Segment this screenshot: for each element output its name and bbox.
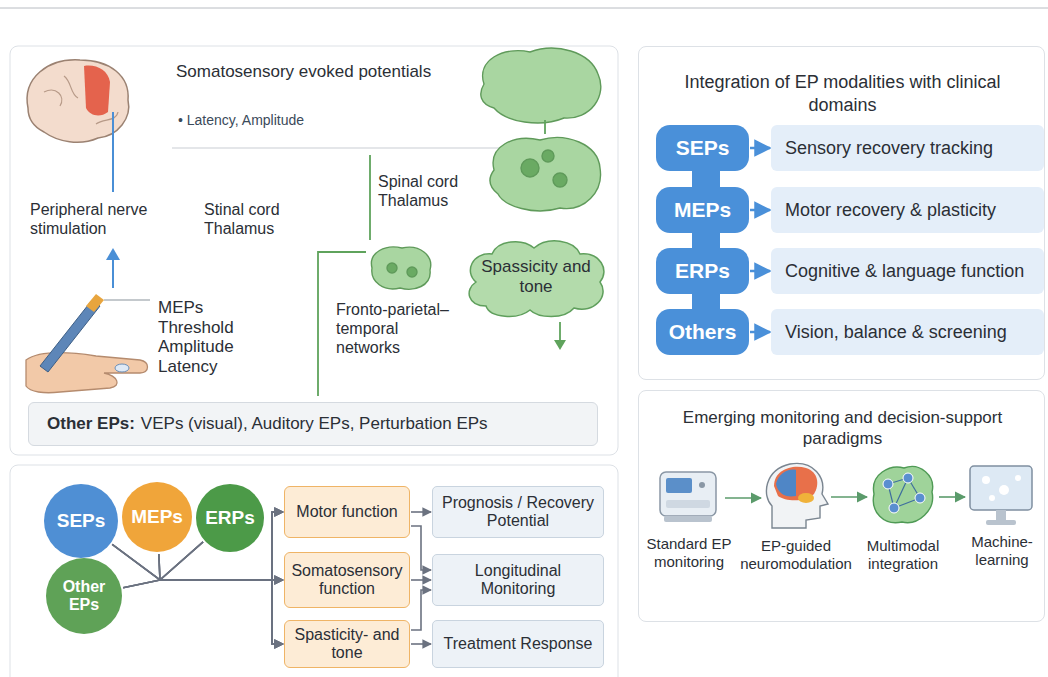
modality-circle: MEPs xyxy=(122,482,192,552)
modality-pill: ERPs xyxy=(656,248,749,294)
monitor-device-icon xyxy=(660,472,716,522)
function-box: Somatosensory function xyxy=(284,552,410,608)
domain-box: Cognitive & language function xyxy=(771,248,1044,294)
node-label: Prognosis / Recovery Potential xyxy=(436,494,600,531)
paradigm-step: Standard EP monitoring xyxy=(657,467,721,529)
node-label: Somatosensory function xyxy=(288,562,406,599)
function-box: Spasticity- and tone xyxy=(284,620,410,668)
step-caption: Machine-learning xyxy=(960,533,1044,569)
connector xyxy=(411,526,431,570)
network-icon xyxy=(873,467,932,523)
section-heading: Somatosensory evoked potentials xyxy=(176,62,431,82)
connector xyxy=(750,147,770,150)
pathway-label: Stinal cord Thalamus xyxy=(204,200,314,238)
outcome-box: Longitudinal Monitoring xyxy=(432,554,604,606)
node-label: Spassicity and tone xyxy=(480,257,592,296)
emerging-panel: Emerging monitoring and decision-support… xyxy=(638,390,1045,622)
node-label: ERPs xyxy=(675,259,730,283)
node-label: MEPs xyxy=(674,198,731,222)
node-label: ERPs xyxy=(205,508,255,529)
modality-pill: MEPs xyxy=(656,187,749,233)
node-label: Sensory recovery tracking xyxy=(785,138,993,159)
connector xyxy=(831,496,867,498)
head-brain-icon xyxy=(766,463,828,528)
integration-panel: Integration of EP modalities with clinic… xyxy=(638,46,1045,380)
node-label: SEPs xyxy=(676,136,730,160)
domain-box: Vision, balance & screening xyxy=(771,309,1044,355)
node-label: Cognitive & language function xyxy=(785,261,1024,282)
box-heading: Other EPs: xyxy=(47,414,135,434)
modality-pill: Others xyxy=(656,309,749,355)
network-label: Fronto-parietal–temporal networks xyxy=(336,300,460,358)
connector xyxy=(411,579,431,581)
panel-title: Integration of EP modalities with clinic… xyxy=(673,71,1013,116)
node-label: Motor function xyxy=(296,503,397,521)
connector xyxy=(160,542,283,644)
box-body: VEPs (visual), Auditory EPs, Perturbatio… xyxy=(141,414,488,434)
node-label: Others xyxy=(669,320,737,344)
node-label: Motor recovery & plasticity xyxy=(785,200,996,221)
connector xyxy=(725,497,761,499)
function-box: Motor function xyxy=(284,486,410,538)
node-label: Longitudinal Monitoring xyxy=(436,562,600,599)
connector xyxy=(750,209,770,212)
connector xyxy=(411,590,431,630)
node-label: Other EPs xyxy=(52,578,116,613)
connector xyxy=(411,643,431,645)
domain-box: Sensory recovery tracking xyxy=(771,125,1044,171)
spasticity-cloud: Spassicity and tone xyxy=(462,236,610,318)
node-label: Treatment Response xyxy=(444,635,593,653)
connector xyxy=(750,270,770,273)
paradigm-step: Machine-learning xyxy=(969,465,1035,527)
node-label: Vision, balance & screening xyxy=(785,322,1007,343)
modality-circle: ERPs xyxy=(196,484,264,552)
connector xyxy=(750,331,770,334)
step-caption: EP-guided neuromodulation xyxy=(735,537,857,573)
connector xyxy=(411,511,431,513)
step-caption: Standard EP monitoring xyxy=(643,535,735,571)
panel-title: Emerging monitoring and decision-support… xyxy=(678,407,1008,450)
measure-list: • Latency, Amplitude xyxy=(178,112,304,129)
computer-icon xyxy=(970,466,1032,525)
step-caption: Multimodal integration xyxy=(855,537,951,573)
paradigm-step: EP-guided neuromodulation xyxy=(765,463,827,531)
paradigm-step: Multimodal integration xyxy=(871,463,935,531)
node-label: Spasticity- and tone xyxy=(288,626,406,663)
node-label: SEPs xyxy=(57,511,106,532)
connector xyxy=(112,544,283,580)
modality-pill: SEPs xyxy=(656,125,749,171)
mep-measures: MEPs Threshold Amplitude Latency xyxy=(158,298,258,376)
hand-drawing xyxy=(26,294,150,393)
connector xyxy=(112,544,283,644)
modality-circle: Other EPs xyxy=(46,558,122,634)
connector xyxy=(159,554,283,644)
connector xyxy=(123,580,283,644)
connector xyxy=(123,580,283,588)
node-label: MEPs xyxy=(131,507,183,528)
modality-circle: SEPs xyxy=(44,484,118,558)
other-eps-box: Other EPs: VEPs (visual), Auditory EPs, P… xyxy=(28,402,598,446)
pathway-label: Spinal cord Thalamus xyxy=(378,172,486,210)
outcome-box: Prognosis / Recovery Potential xyxy=(432,486,604,538)
outcome-box: Treatment Response xyxy=(432,620,604,668)
brain-drawing xyxy=(27,60,129,288)
connector xyxy=(939,496,965,498)
stimulus-label: Peripheral nerve stimulation xyxy=(30,200,180,238)
domain-box: Motor recovery & plasticity xyxy=(771,187,1044,233)
connector xyxy=(159,554,283,580)
